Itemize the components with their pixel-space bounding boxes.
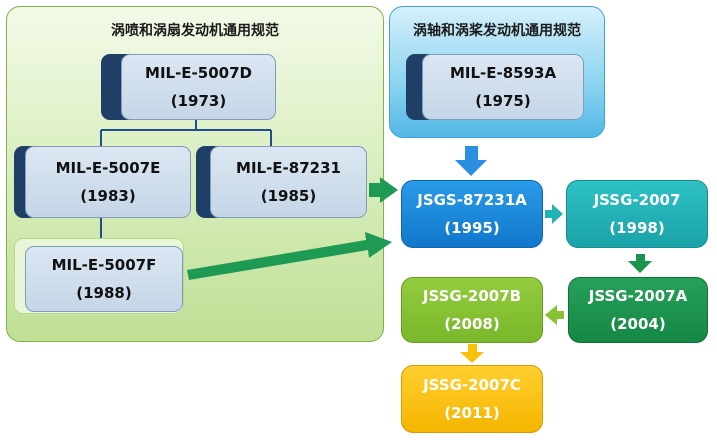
jsgs-87231a-name: JSGS-87231A (417, 191, 527, 209)
arrow-jsgs-to-2007 (545, 204, 563, 224)
mil-e-5007e-name: MIL-E-5007E (55, 159, 161, 177)
jssg-2007c-year: (2011) (444, 404, 500, 422)
mil-e-8593a-box: MIL-E-8593A (1975) (422, 54, 584, 120)
arrow-8593a-to-jsgs (455, 146, 487, 176)
mil-e-5007d-year: (1973) (170, 92, 227, 110)
arrow-2007b-to-2007c (460, 344, 484, 363)
mil-e-87231-name: MIL-E-87231 (236, 159, 341, 177)
jssg-2007-name: JSSG-2007 (593, 191, 681, 209)
jssg-2007c-box: JSSG-2007C (2011) (401, 365, 543, 433)
jssg-2007a-name: JSSG-2007A (588, 287, 688, 305)
turbojet-turbofan-group-title: 涡喷和涡扇发动机通用规范 (111, 23, 279, 39)
jssg-2007b-box: JSSG-2007B (2008) (401, 277, 543, 343)
jsgs-87231a-year: (1995) (444, 219, 500, 237)
jssg-2007-box: JSSG-2007 (1998) (566, 180, 708, 248)
mil-e-8593a-name: MIL-E-8593A (449, 64, 557, 82)
jssg-2007b-name: JSSG-2007B (422, 287, 522, 305)
jssg-2007a-box: JSSG-2007A (2004) (568, 277, 708, 343)
mil-e-8593a-year: (1975) (475, 92, 531, 110)
mil-e-5007d-box: MIL-E-5007D (1973) (121, 54, 276, 120)
mil-e-5007f-box: MIL-E-5007F (1988) (25, 246, 183, 312)
mil-e-87231-year: (1985) (260, 187, 317, 205)
jssg-2007a-year: (2004) (610, 315, 666, 333)
jssg-2007c-name: JSSG-2007C (423, 376, 521, 394)
arrow-87231-to-jsgs (369, 177, 398, 203)
jssg-2007b-year: (2008) (444, 315, 500, 333)
jssg-2007-year: (1998) (609, 219, 665, 237)
turboshaft-turboprop-group-title: 涡轴和涡桨发动机通用规范 (413, 23, 581, 39)
arrow-2007-to-2007a (628, 254, 652, 273)
mil-e-5007d-name: MIL-E-5007D (145, 64, 252, 82)
mil-e-5007f-name: MIL-E-5007F (51, 256, 157, 274)
arrow-2007a-to-2007b (545, 305, 564, 325)
mil-e-5007e-box: MIL-E-5007E (1983) (25, 146, 191, 218)
mil-e-87231-box: MIL-E-87231 (1985) (210, 146, 367, 218)
jsgs-87231a-box: JSGS-87231A (1995) (401, 180, 543, 248)
mil-e-5007e-year: (1983) (80, 187, 136, 205)
mil-e-5007f-year: (1988) (76, 284, 132, 302)
arrow-5007f-to-jsgs (187, 232, 392, 280)
